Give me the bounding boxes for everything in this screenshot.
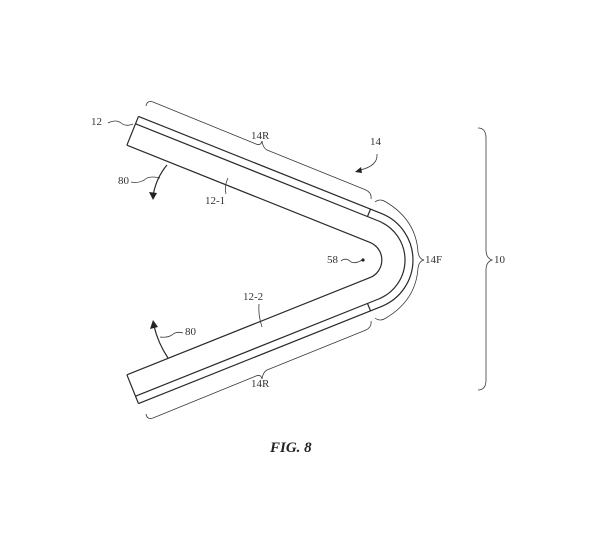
leader-80-top xyxy=(130,176,161,183)
leader-12 xyxy=(107,120,134,126)
label-14r-bottom: 14R xyxy=(251,378,270,390)
rotation-arrow-top-head xyxy=(149,192,157,200)
label-58: 58 xyxy=(327,254,338,266)
bottom-end-cap xyxy=(126,374,140,404)
label-80-bottom: 80 xyxy=(185,326,196,338)
label-14f: 14F xyxy=(425,254,443,266)
inner-substrate-edge xyxy=(126,144,383,376)
rotation-arrow-bottom-head xyxy=(150,320,158,329)
label-14: 14 xyxy=(370,136,381,148)
figure-caption: FIG. 8 xyxy=(270,440,312,456)
rotation-arrow-bottom xyxy=(153,325,169,359)
brace-14r-bottom xyxy=(145,320,372,419)
leader-80-bottom xyxy=(159,331,184,338)
rotation-arrow-top xyxy=(152,164,168,197)
label-14r-top: 14R xyxy=(251,130,270,142)
layer-boundary xyxy=(135,123,406,397)
brace-14r-top xyxy=(145,101,372,200)
brace-10 xyxy=(477,127,494,391)
leader-12-2 xyxy=(258,303,263,328)
leader-12-1 xyxy=(224,177,229,195)
outer-housing-edge xyxy=(138,115,414,405)
arrow-14-head xyxy=(355,167,362,173)
label-12-2: 12-2 xyxy=(243,291,264,303)
segment-divider-top xyxy=(366,208,372,217)
top-end-cap xyxy=(126,116,140,146)
label-10: 10 xyxy=(494,254,505,266)
label-80-top: 80 xyxy=(118,175,129,187)
arrow-14 xyxy=(359,153,378,171)
bend-axis-point xyxy=(361,258,365,262)
label-12-1: 12-1 xyxy=(205,195,226,207)
segment-divider-bottom xyxy=(366,303,372,312)
leader-58 xyxy=(340,258,363,264)
label-12: 12 xyxy=(91,116,102,128)
brace-14f xyxy=(374,199,425,321)
